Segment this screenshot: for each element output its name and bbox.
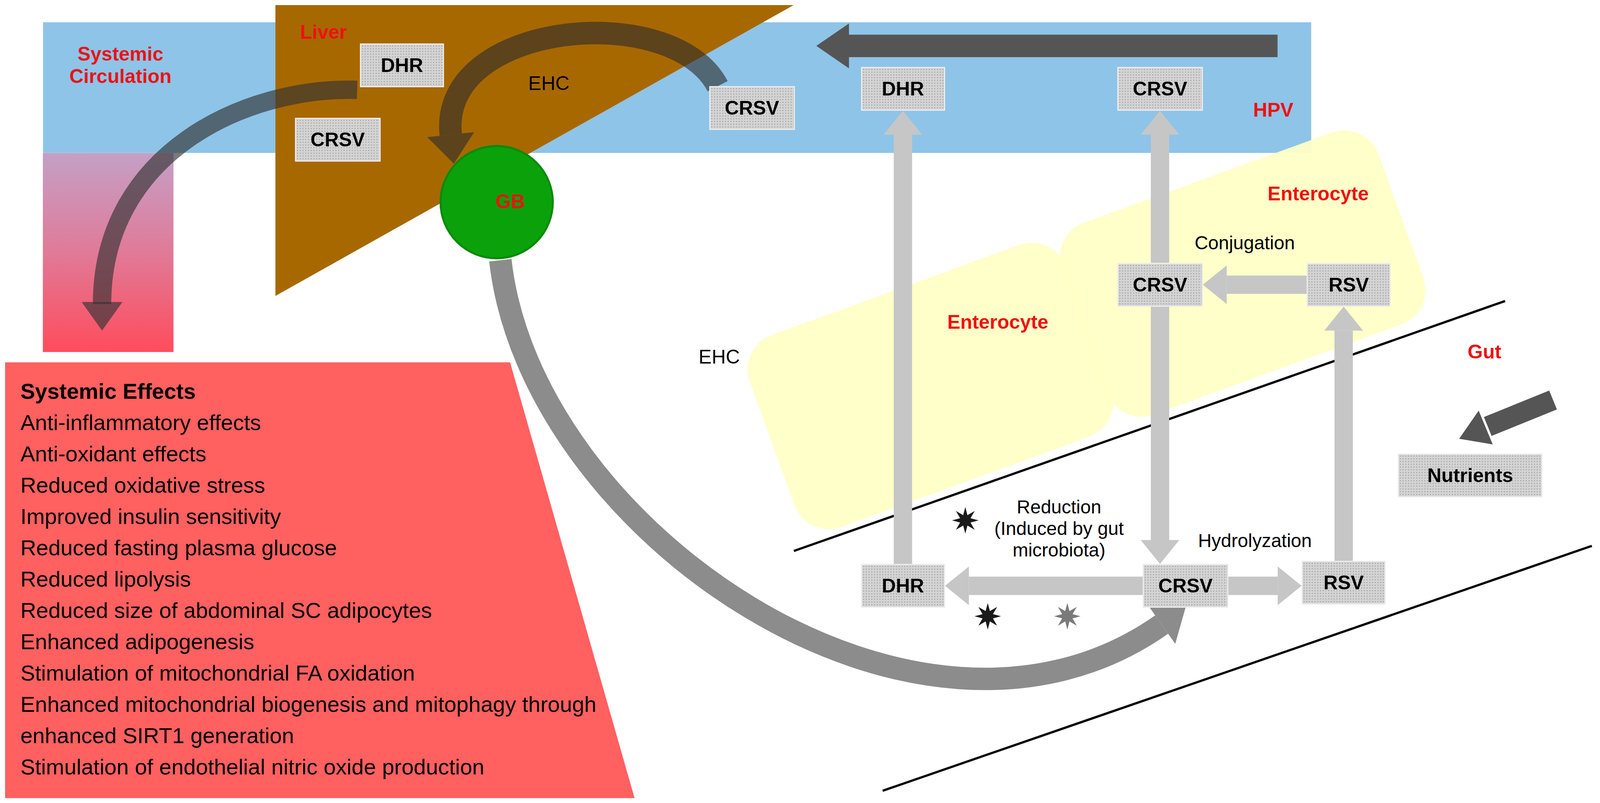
arrow-shaft <box>1150 134 1170 263</box>
microbe-star <box>974 602 1002 630</box>
arrow-shaft <box>500 260 1162 679</box>
effect-item: Reduced lipolysis <box>20 563 631 595</box>
panel-heading: Systemic Effects <box>20 375 631 407</box>
compound-box: RSV <box>1306 262 1391 307</box>
compound-name: CRSV <box>724 96 780 120</box>
arrow-shaft <box>450 32 718 135</box>
effect-item: Enhanced adipogenesis <box>20 625 631 658</box>
region-label: HPV <box>1253 98 1294 122</box>
gallbladder-circle: GB <box>438 143 555 261</box>
effect-item: Reduced size of abdominal SC adipocytes <box>20 594 631 626</box>
compound-box: CRSV <box>709 86 795 130</box>
compound-name: DHR <box>881 574 925 597</box>
compound-name: CRSV <box>1158 574 1213 597</box>
gallbladder-circle-fill <box>440 145 554 259</box>
arrow-head <box>945 566 969 606</box>
effect-item: Stimulation of mitochondrial FA oxidatio… <box>20 657 631 689</box>
portal-flow-arrow <box>846 34 1278 58</box>
compound-box: CRSV <box>1117 66 1203 111</box>
liver-shape: LiverDHR CRSV <box>275 5 794 296</box>
region-label: Liver <box>300 21 347 45</box>
effect-item: Reduced oxidative stress <box>20 469 631 501</box>
compound-name: DHR <box>881 77 925 101</box>
compound-name: CRSV <box>310 128 365 152</box>
arrow-shaft <box>1226 275 1307 294</box>
flow-arrow <box>427 32 718 164</box>
compound-name: DHR <box>380 53 423 77</box>
flow-arrow <box>1202 265 1307 304</box>
region-label: GB <box>495 190 525 214</box>
effect-item: Anti-inflammatory effects <box>20 406 631 439</box>
arrow-head <box>1140 110 1180 135</box>
intake-arrow <box>1487 399 1554 427</box>
reaction-label: Hydrolyzation <box>1197 530 1312 552</box>
compound-box: CRSV <box>294 117 381 162</box>
effect-item: Improved insulin sensitivity <box>20 500 631 533</box>
flow-arrow <box>883 110 923 564</box>
arrow-head <box>427 132 475 164</box>
arrow-shaft <box>1228 576 1278 596</box>
arrow-head <box>1148 605 1186 644</box>
flow-arrow <box>1140 110 1180 263</box>
arrow-head <box>883 110 923 135</box>
liver-shape-fill <box>275 5 794 296</box>
compound-box: DHR <box>861 66 946 111</box>
compound-box: DHR <box>359 43 445 88</box>
effects-panel-fill <box>5 362 635 799</box>
region-label: Enterocyte <box>947 311 1049 334</box>
arrow-head <box>1277 566 1302 606</box>
effect-item: Enhanced mitochondrial biogenesis and mi… <box>20 688 631 752</box>
reaction-label: Reduction (Induced by gut microbiota) <box>992 496 1126 561</box>
cycle-label: EHC <box>528 72 570 96</box>
reaction-label: Conjugation <box>1194 231 1295 254</box>
enterocyte-cell-fill <box>1049 120 1436 427</box>
arrow-shaft <box>1334 330 1353 561</box>
effects-panel: Systemic EffectsAnti-inflammatory effect… <box>5 362 635 799</box>
region-label: Enterocyte <box>1267 182 1369 206</box>
effect-item: Anti-oxidant effects <box>20 438 631 470</box>
systemic-arrow-head <box>81 302 123 331</box>
compound-name: CRSV <box>1132 273 1188 297</box>
enterocyte-cell-fill <box>737 232 1124 540</box>
compound-box: Nutrients <box>1397 453 1543 498</box>
arrow-head <box>1140 539 1180 564</box>
enterocyte-cell: EnterocyteCRSV RSV <box>1048 130 1437 417</box>
arrow-head <box>1324 306 1363 331</box>
flow-arrow <box>945 566 1143 606</box>
flow-arrow <box>1324 306 1363 561</box>
arrow-shaft <box>968 576 1143 596</box>
effect-item: Stimulation of endothelial nitric oxide … <box>20 751 502 783</box>
compound-name: RSV <box>1328 273 1369 297</box>
portal-flow-head <box>816 23 849 69</box>
arrow-shaft <box>893 134 913 564</box>
compound-box: CRSV <box>1117 262 1203 307</box>
portal-vein-band: Systemic CirculationHPV CRSV DHR CRSV <box>43 22 1312 153</box>
microbe-star <box>952 506 979 534</box>
compound-box: DHR <box>861 563 946 608</box>
region-label: Systemic Circulation <box>50 42 191 88</box>
arrow-shaft <box>1150 306 1170 540</box>
cycle-label: EHC <box>698 345 741 369</box>
microbe-star <box>1053 602 1081 630</box>
compound-box: CRSV <box>1142 563 1229 608</box>
enterocyte-cell: Enterocyte <box>736 242 1125 529</box>
arrow-head <box>1202 265 1227 304</box>
effect-item: Reduced fasting plasma glucose <box>20 532 631 564</box>
intake-arrow-head <box>1459 410 1493 445</box>
compound-name: RSV <box>1323 571 1364 594</box>
portal-vein-band-fill <box>43 22 1312 153</box>
flow-arrow <box>1228 566 1302 606</box>
compound-name: CRSV <box>1132 77 1188 101</box>
flow-arrow <box>500 260 1186 679</box>
enterocyte-cell-outline <box>736 242 1125 529</box>
flow-arrow <box>1140 306 1180 564</box>
region-label: Gut <box>1467 340 1502 364</box>
compound-name: Nutrients <box>1427 463 1513 487</box>
compound-box: RSV <box>1301 560 1386 605</box>
